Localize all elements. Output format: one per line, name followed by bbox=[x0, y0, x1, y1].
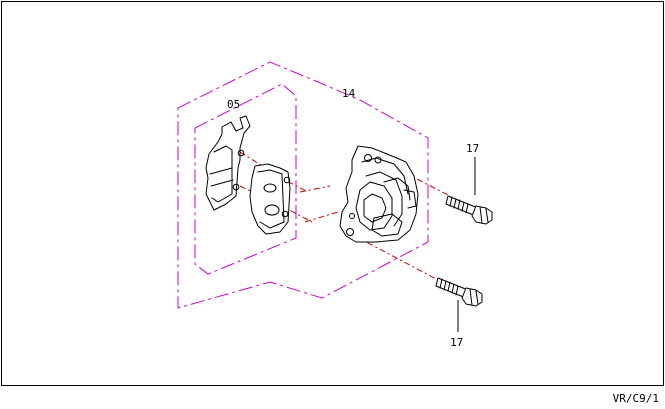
brake-pad-front bbox=[249, 163, 291, 235]
label-bolt-upper: 17 bbox=[466, 142, 479, 155]
bolt-lower bbox=[435, 277, 483, 307]
caliper-group-boundary bbox=[177, 61, 429, 309]
pads-group-boundary bbox=[194, 83, 297, 275]
caliper-body bbox=[339, 145, 419, 243]
diagram-reference: VR/C9/1 bbox=[612, 392, 659, 405]
diagram-frame bbox=[1, 1, 664, 386]
label-bolt-lower: 17 bbox=[450, 336, 463, 349]
label-caliper-assembly: 14 bbox=[342, 87, 356, 100]
label-brake-pads: 05 bbox=[227, 98, 240, 111]
bolt-upper bbox=[445, 195, 493, 225]
brake-pad-rear bbox=[205, 115, 251, 211]
